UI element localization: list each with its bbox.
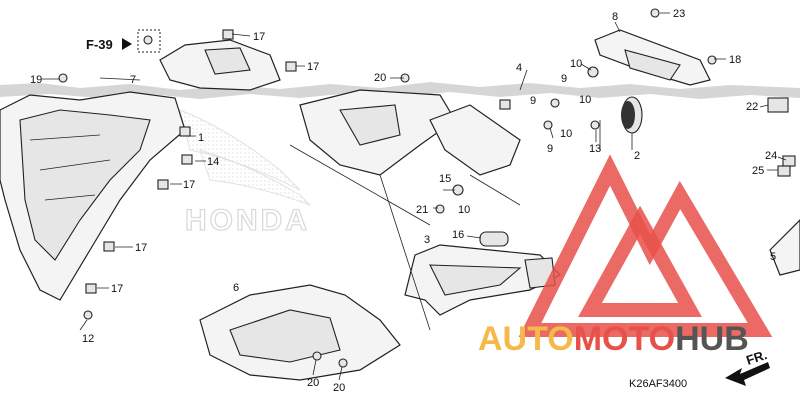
part-top-bracket [159,39,281,91]
front-direction-label: FR. [744,347,769,368]
callout-3: 3 [424,234,430,246]
callout-24: 24 [765,150,777,162]
honda-wing-logo: HONDA [179,109,311,238]
part-center-mudguard [299,89,521,176]
callout-22: 22 [746,101,758,113]
watermark-moto: MOTO [574,320,675,358]
callout-15: 15 [439,173,451,185]
callout-17e: 17 [111,283,123,295]
callout-10a: 10 [570,58,582,70]
callout-12: 12 [82,333,94,345]
part-right-side-cover [769,219,800,276]
watermark-hub: HUB [675,320,749,358]
callout-23: 23 [673,8,685,20]
drawing-code: K26AF3400 [629,378,687,390]
watermark-auto: AUTO [478,320,574,358]
reference-label: F-39 [86,37,113,52]
callout-1: 1 [198,132,204,144]
callout-10c: 10 [560,128,572,140]
callout-17c: 17 [183,179,195,191]
callout-9c: 9 [547,143,553,155]
callout-9b: 9 [530,95,536,107]
callout-8: 8 [612,11,618,23]
fasteners [58,8,717,368]
front-direction-arrow: FR. [725,347,770,386]
callout-20b: 20 [307,377,319,389]
callout-10d: 10 [458,204,470,216]
callout-16: 16 [452,229,464,241]
callout-19: 19 [30,74,42,86]
part-lower-splash-guard [199,284,401,381]
callout-4: 4 [516,62,522,74]
callout-10b: 10 [579,94,591,106]
callout-13: 13 [589,143,601,155]
part-small-clips [479,97,796,247]
watermark-text: AUTOMOTOHUB [478,320,749,358]
explode-lines [289,120,601,331]
part-number-plate-bracket [594,29,711,86]
callout-17d: 17 [135,242,147,254]
part-reflector [621,96,643,134]
callout-14: 14 [207,156,219,168]
callout-2: 2 [634,150,640,162]
callout-numbers: 1 2 3 4 5 6 7 8 9 9 9 10 10 10 10 12 13 … [30,8,777,394]
callout-18: 18 [729,54,741,66]
honda-logo-text: HONDA [185,204,310,237]
callout-20c: 20 [333,382,345,394]
torn-paper-stripe [0,82,800,99]
watermark-logo: AUTOMOTOHUB [478,154,773,358]
callout-21: 21 [416,204,428,216]
reference-f39: F-39 [86,29,161,53]
callout-5: 5 [770,251,776,263]
callout-9a: 9 [561,73,567,85]
callout-25: 25 [752,165,764,177]
leader-lines [42,12,787,381]
part-left-inner-fender [0,91,186,301]
callout-17b: 17 [307,61,319,73]
callout-20a: 20 [374,72,386,84]
callout-6: 6 [233,282,239,294]
callout-17a: 17 [253,31,265,43]
